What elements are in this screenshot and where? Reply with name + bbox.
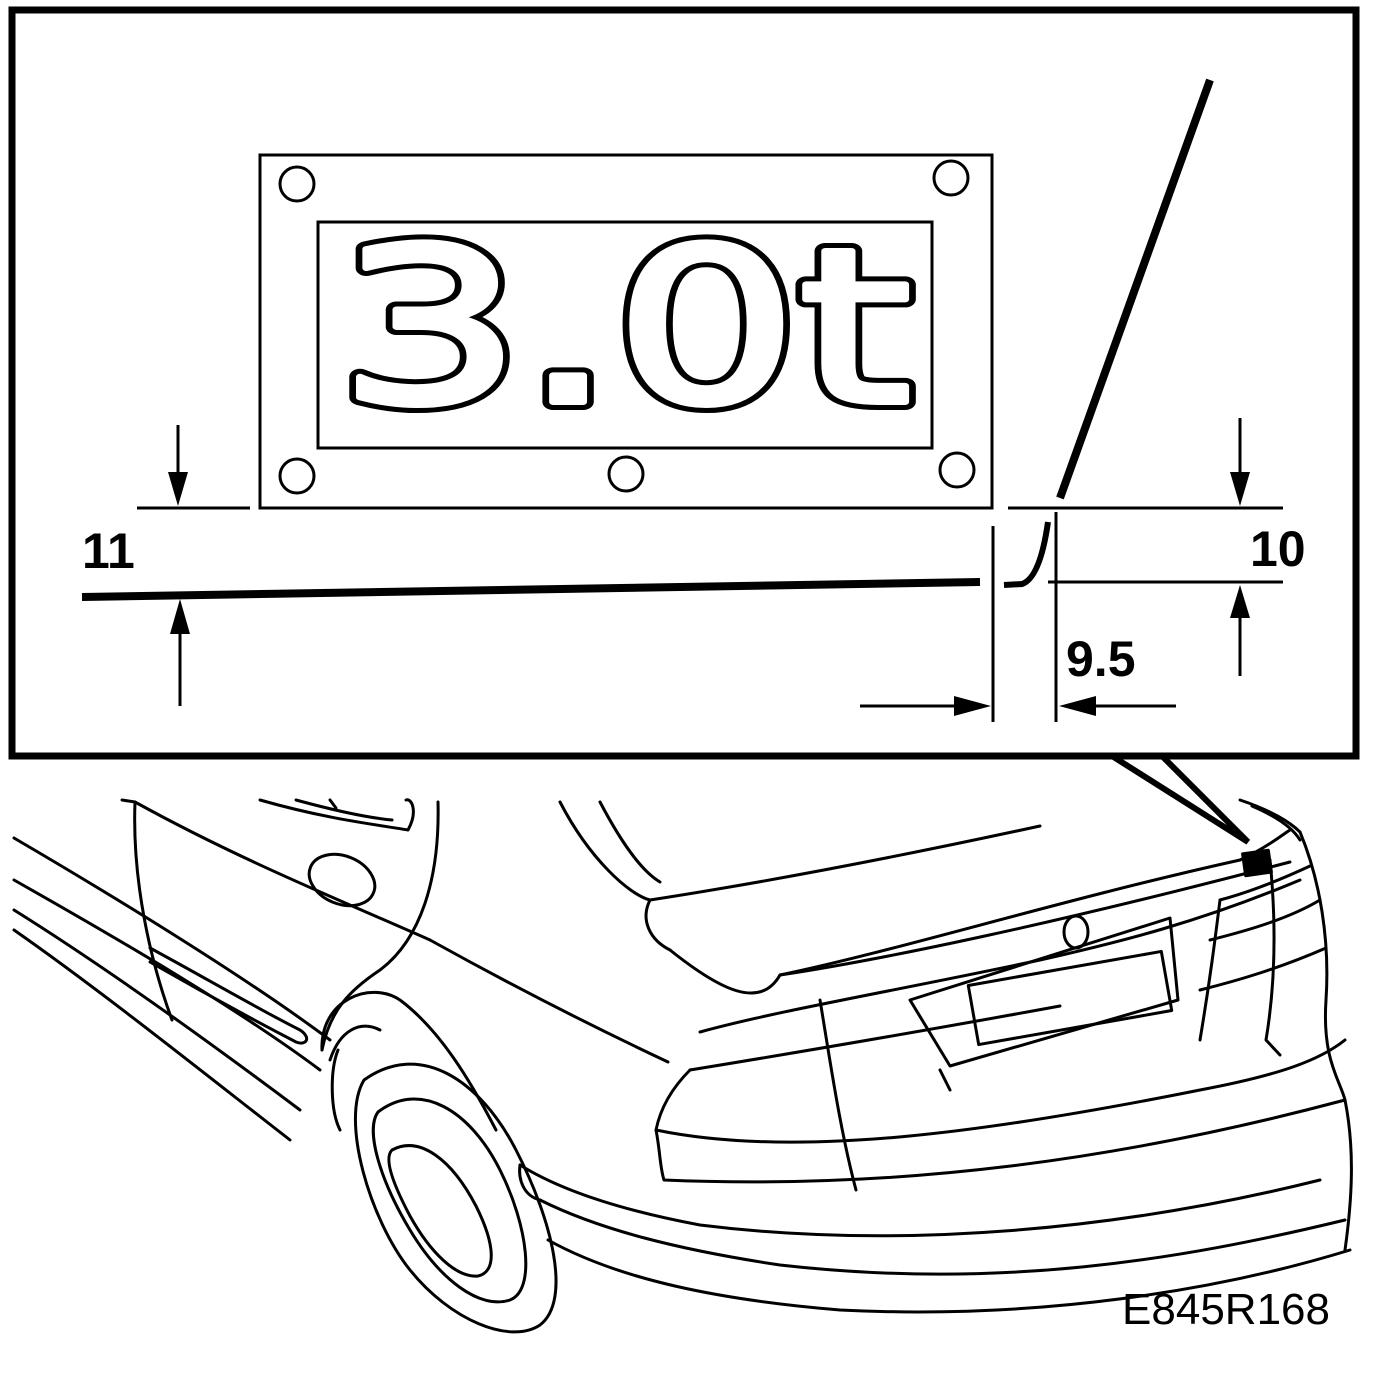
mounting-hole-bottom-right — [938, 451, 976, 489]
dimension-edge-offset: 9.5 — [1066, 631, 1136, 687]
dimension-left-height: 11 — [82, 523, 135, 579]
license-plate — [966, 949, 1174, 1047]
mounting-hole-bottom-left — [278, 457, 316, 495]
callout-pointer — [1110, 753, 1251, 845]
mounting-hole-top-right — [932, 159, 970, 197]
rear-tyre — [353, 1062, 558, 1334]
lid-corner-curve — [1003, 521, 1051, 588]
arrowhead-down-right — [1230, 472, 1250, 506]
dimension-lines — [137, 418, 1283, 722]
badge-on-car — [1241, 848, 1273, 878]
arrowhead-up-left — [170, 599, 190, 634]
trunk-lock — [1062, 914, 1090, 950]
arrowhead-up-right — [1230, 585, 1250, 618]
reference-code: E845R168 — [1122, 1285, 1330, 1334]
badge-lettering-fill: 3.0t — [338, 202, 912, 453]
car-rear-illustration — [12, 798, 1353, 1334]
trunk-lid-edge-detail — [81, 78, 1214, 601]
dimension-right-height: 10 — [1250, 521, 1306, 577]
dimension-arrowheads — [168, 472, 1250, 716]
arrowhead-right — [954, 696, 991, 716]
arrowhead-left — [1059, 696, 1096, 716]
mounting-hole-bottom-center — [607, 455, 645, 493]
badge-plate: 3.0t 3.0t — [258, 153, 994, 510]
body-edge-line — [81, 578, 981, 601]
badge-lettering: 3.0t — [338, 202, 912, 453]
lid-side-edge — [1056, 78, 1214, 500]
arrowhead-down-left — [168, 472, 188, 506]
badge-inner-frame — [316, 220, 934, 450]
fuel-filler-door — [307, 852, 377, 908]
mounting-hole-top-left — [278, 165, 316, 203]
